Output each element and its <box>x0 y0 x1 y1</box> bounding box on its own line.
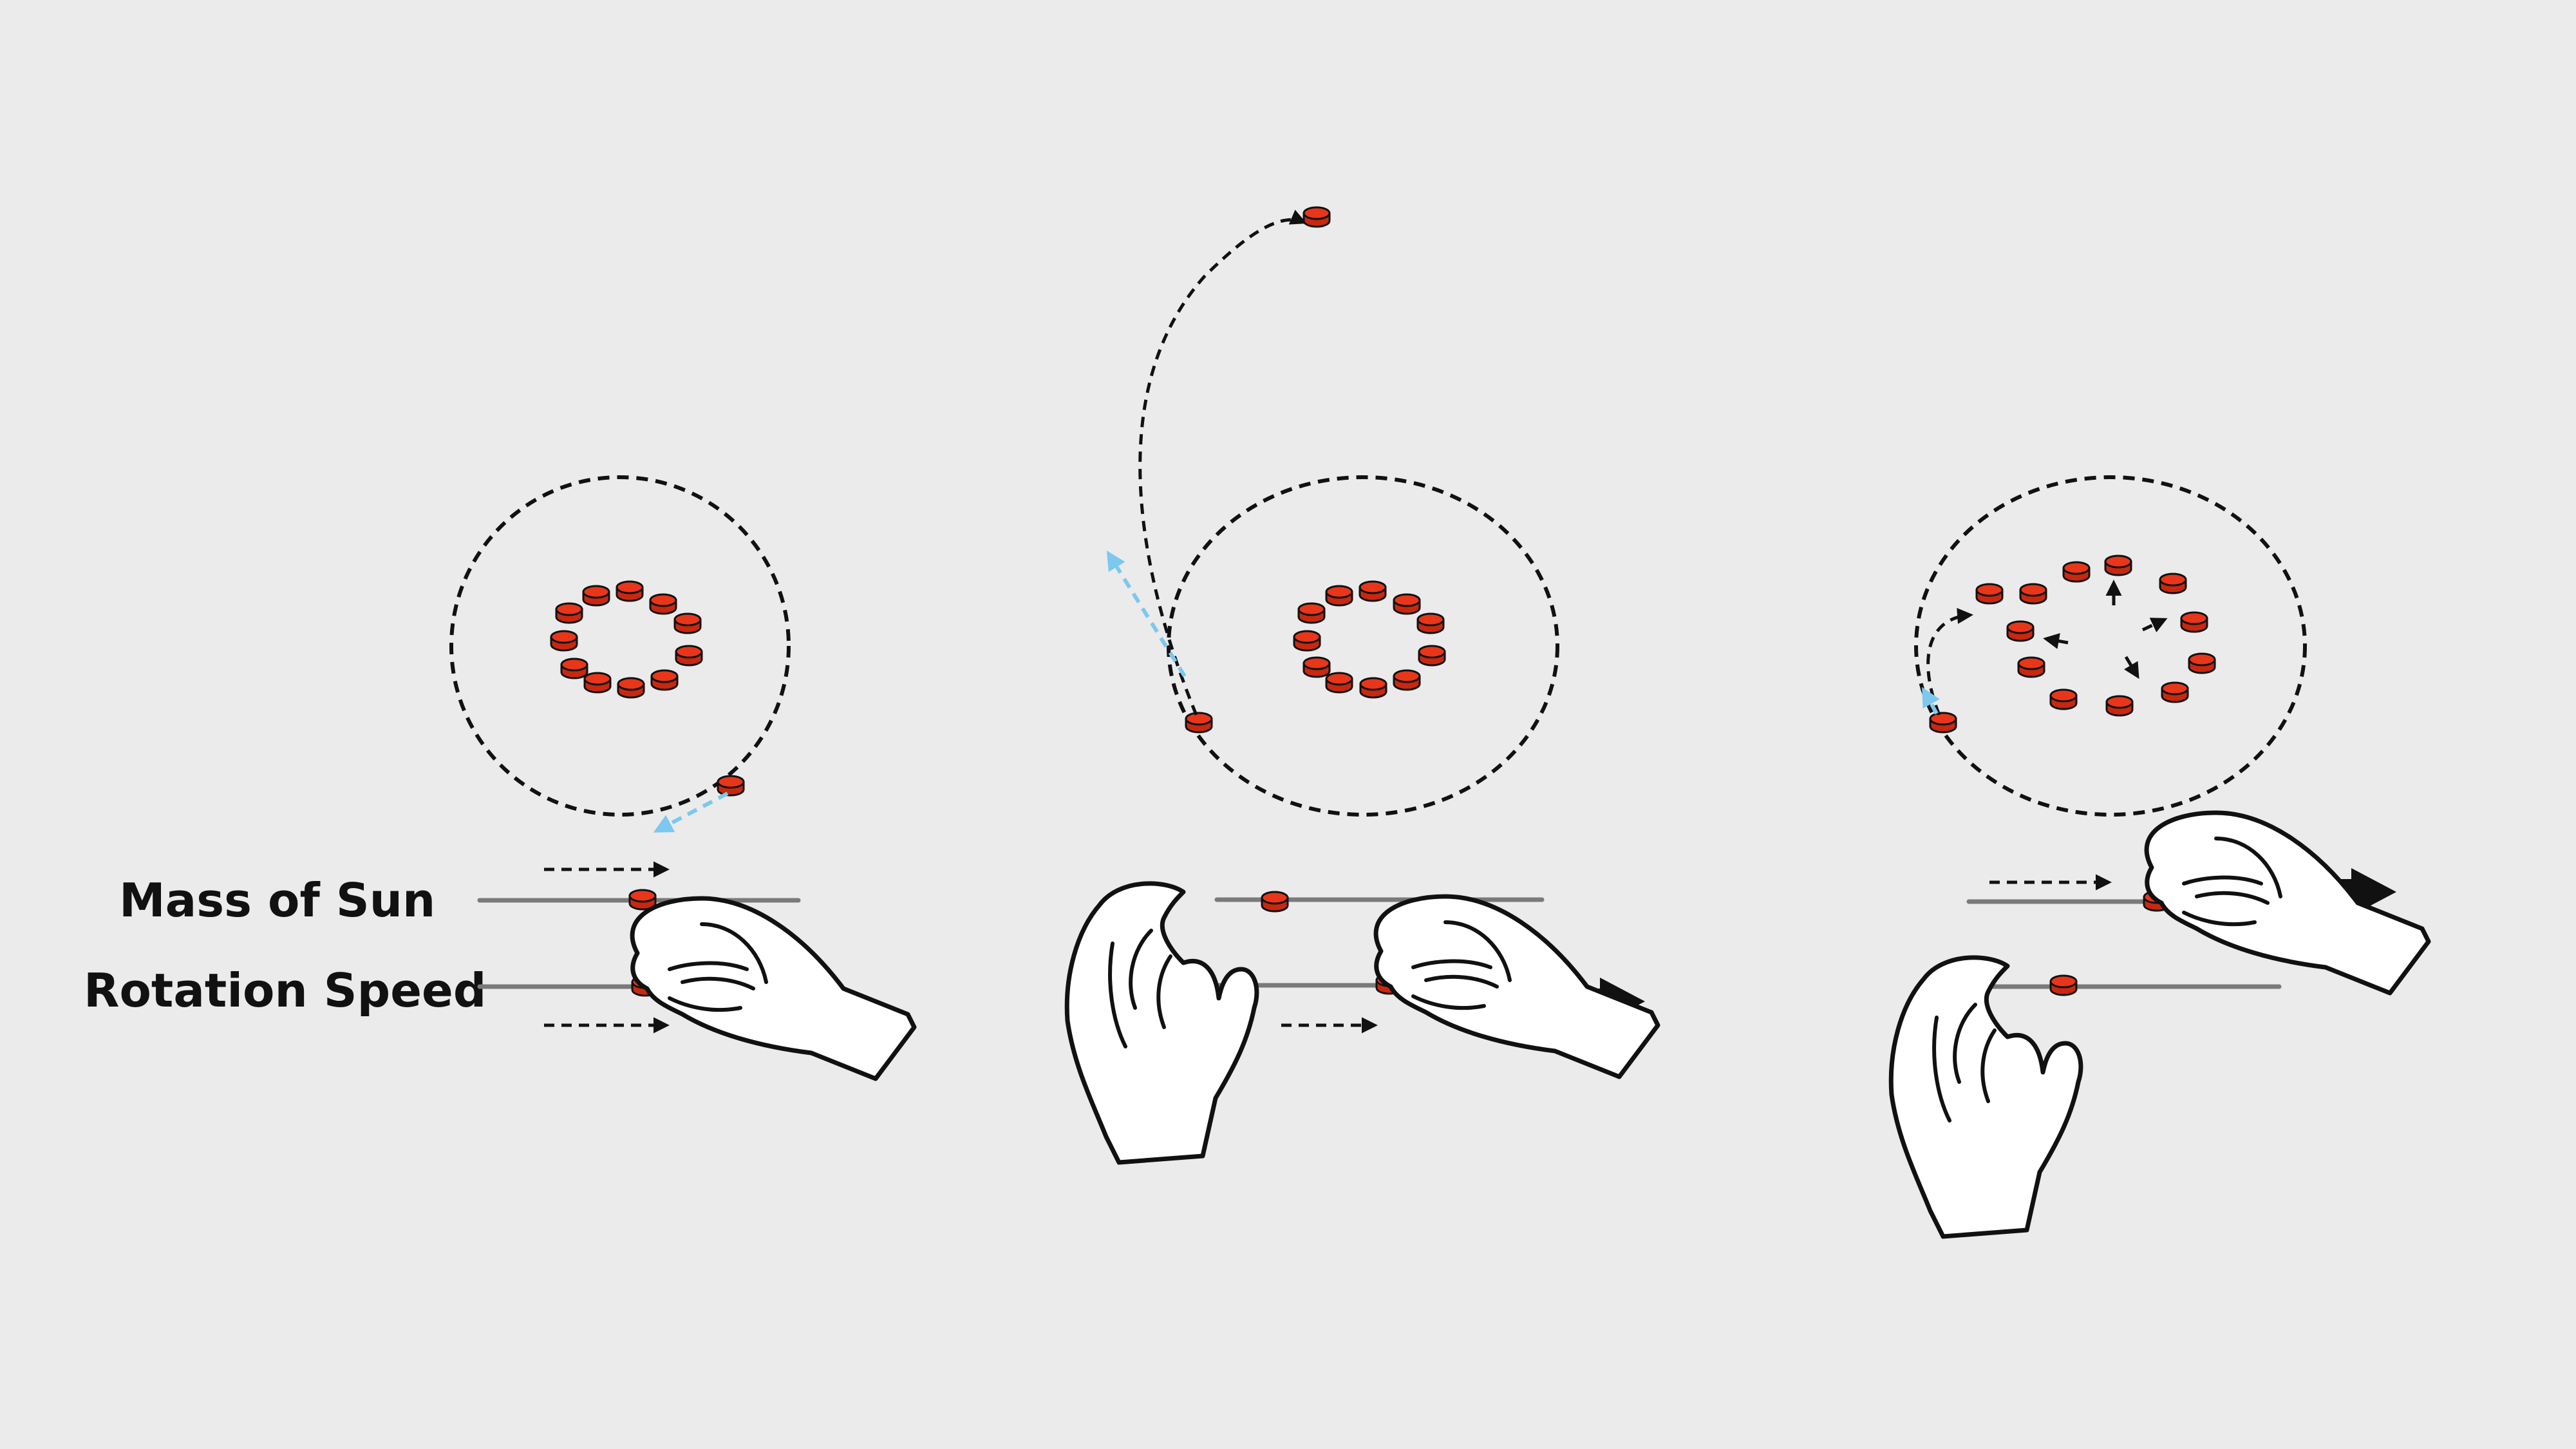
sun-puck-icon <box>616 580 644 602</box>
sun-puck-icon <box>1297 602 1326 624</box>
escaped-planet-puck-icon <box>1302 206 1331 228</box>
sun-puck-icon <box>2161 681 2189 703</box>
sun-puck-icon <box>582 585 610 607</box>
sun-puck-icon <box>2159 573 2187 594</box>
left-hand-icon <box>1067 884 1257 1162</box>
left-hand-icon <box>1891 958 2081 1236</box>
sun-cluster <box>550 580 703 699</box>
scatter-arrow-icon <box>2141 618 2168 632</box>
sun-puck-icon <box>560 658 588 679</box>
sun-puck-icon <box>2019 583 2047 605</box>
sun-puck-icon <box>1393 593 1421 615</box>
scatter-arrow-icon <box>2123 656 2139 679</box>
sun-puck-icon <box>1418 645 1446 667</box>
mass-slider-knob[interactable] <box>1261 891 1289 913</box>
sun-puck-icon <box>1975 583 2004 605</box>
panel-1 <box>449 475 914 1079</box>
sun-puck-icon <box>2188 652 2216 674</box>
sun-puck-icon <box>1416 612 1445 634</box>
sun-puck-icon <box>2006 620 2035 642</box>
mass-of-sun-label: Mass of Sun <box>119 873 435 927</box>
orbit-path <box>1167 475 1559 817</box>
panel-3 <box>1891 475 2429 1236</box>
panel-2 <box>1067 206 1658 1162</box>
orbit-path <box>1914 475 2307 817</box>
sun-puck-icon <box>1302 656 1331 678</box>
sun-puck-icon <box>583 672 612 694</box>
sun-puck-icon <box>675 645 703 667</box>
sun-puck-icon <box>2180 611 2208 633</box>
planet-velocity-arrow-icon <box>1922 687 1940 715</box>
sun-puck-icon <box>2017 656 2045 678</box>
scattered-sun-cluster <box>1975 554 2216 717</box>
sun-puck-icon <box>1359 677 1387 699</box>
planet-trajectory <box>1926 607 1973 715</box>
planet-velocity-arrow-icon <box>1106 550 1187 677</box>
right-hand-icon <box>2147 813 2429 993</box>
sun-puck-icon <box>2104 554 2132 576</box>
hand-icon <box>632 898 914 1079</box>
scatter-arrow-icon <box>2043 633 2069 649</box>
sun-puck-icon <box>555 602 583 624</box>
planet-previous-position-icon <box>1185 712 1213 734</box>
sun-puck-icon <box>2062 561 2091 583</box>
sun-cluster <box>1293 580 1446 699</box>
sun-puck-icon <box>1293 630 1321 652</box>
rotation-speed-label: Rotation Speed <box>84 963 486 1018</box>
sun-puck-icon <box>2105 695 2134 717</box>
planet-previous-position-icon <box>1929 712 1957 734</box>
sun-puck-icon <box>650 669 679 691</box>
planet-puck-icon <box>717 775 745 797</box>
sun-puck-icon <box>1359 580 1387 602</box>
sun-puck-icon <box>649 593 677 615</box>
planet-velocity-arrow-icon <box>653 791 729 833</box>
sun-puck-icon <box>1325 585 1353 607</box>
sun-puck-icon <box>617 677 645 699</box>
sun-puck-icon <box>673 612 702 634</box>
orbit-path <box>449 475 791 817</box>
sun-puck-icon <box>550 630 578 652</box>
sun-puck-icon <box>1325 672 1353 694</box>
sun-puck-icon <box>2049 688 2078 710</box>
escape-trajectory <box>1138 209 1307 715</box>
sun-puck-icon <box>1393 669 1421 691</box>
rotation-slider-knob[interactable] <box>2049 974 2078 996</box>
